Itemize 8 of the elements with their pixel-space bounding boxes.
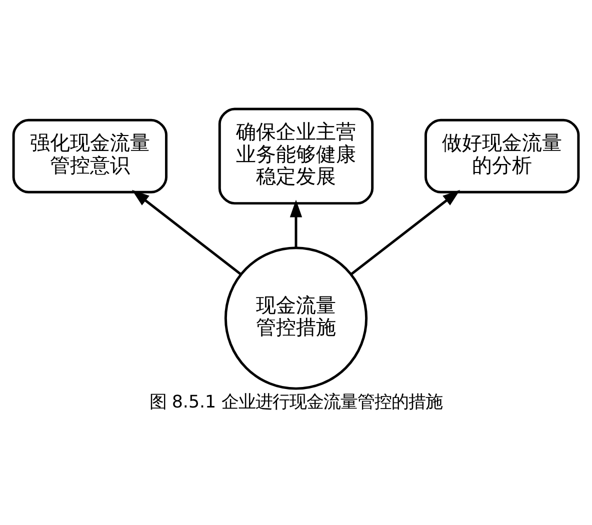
arrow	[132, 189, 242, 275]
caption: 图 8.5.1 企业进行现金流量管控的措施	[149, 392, 443, 412]
node-box: 强化现金流量管控意识	[12, 118, 168, 193]
arrow	[350, 189, 460, 275]
arrow	[290, 199, 302, 248]
node-box: 确保企业主营业务能够健康稳定发展	[218, 107, 374, 204]
node-box: 做好现金流量的分析	[424, 118, 580, 193]
node-circle: 现金流量管控措施	[224, 246, 368, 390]
